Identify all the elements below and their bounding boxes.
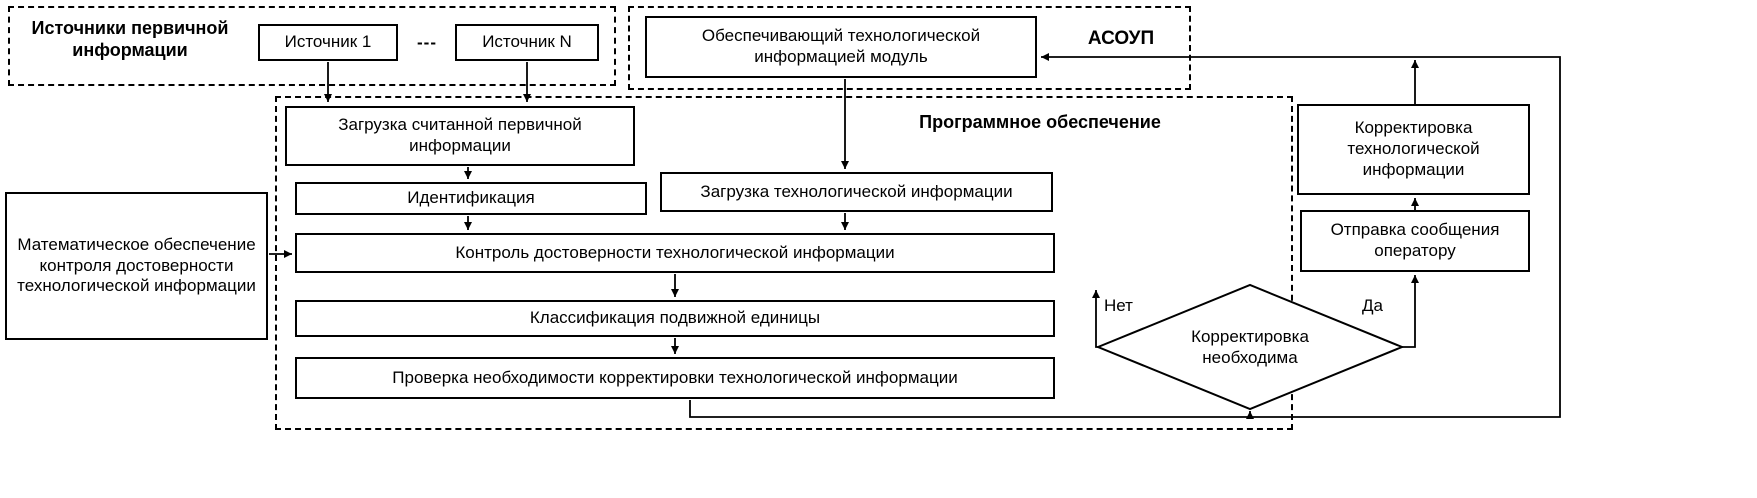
edge-label-no: Нет [1104,296,1133,315]
node-source-1: Источник 1 [258,24,398,61]
group-label-software: Программное обеспечение [919,112,1161,132]
edge-label-yes: Да [1362,296,1383,315]
group-primary-sources [8,6,616,86]
decision-diamond-label: Корректировка необходима [1191,327,1309,368]
node-load-primary-info: Загрузка считанной первичной информации [285,106,635,166]
group-label-primary-sources: Источники первичной информации [31,18,229,60]
decision-diamond [1095,283,1405,411]
dots-between-sources: --- [417,33,437,52]
node-correction-tech-info: Корректировка технологической информации [1297,104,1530,195]
group-asoup [628,6,1191,90]
node-load-tech-info: Загрузка технологической информации [660,172,1053,212]
node-math-support: Математическое обеспечение контроля дост… [5,192,268,340]
node-control-reliability: Контроль достоверности технологической и… [295,233,1055,273]
node-tech-info-module: Обеспечивающий технологической информаци… [645,16,1037,78]
node-identification: Идентификация [295,182,647,215]
arrow-decision-yes-to-send [1402,275,1419,348]
arrow-decision-no [1092,290,1100,348]
group-label-asoup: АСОУП [1087,28,1155,49]
node-classification: Классификация подвижной единицы [295,300,1055,337]
node-send-operator-message: Отправка сообщения оператору [1300,210,1530,272]
node-check-correction-need: Проверка необходимости корректировки тех… [295,357,1055,399]
node-source-n: Источник N [455,24,599,61]
line-return-to-module [689,53,1561,418]
group-software [275,96,1293,430]
